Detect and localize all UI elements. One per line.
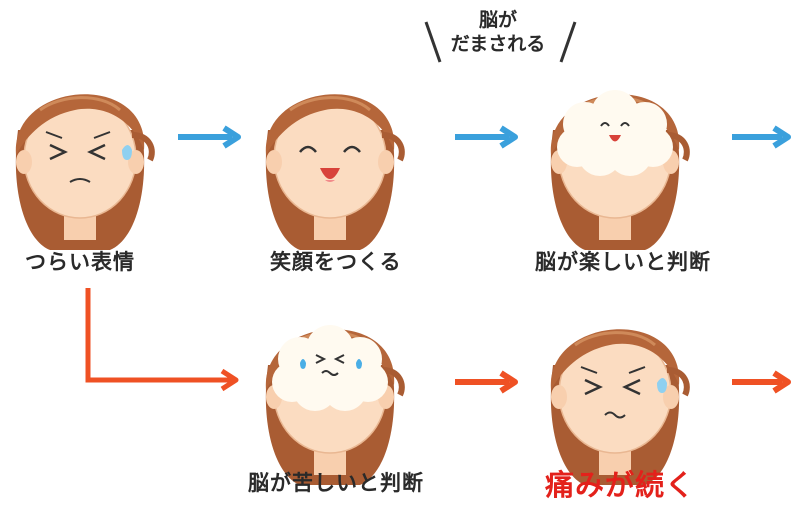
head-smiling-face xyxy=(266,94,402,250)
arrow-blue-2 xyxy=(455,125,518,149)
arrow-red-elbow xyxy=(85,288,239,392)
arrow-red-2 xyxy=(732,370,791,394)
callout-slash-right xyxy=(559,21,577,63)
callout-slash-left xyxy=(424,21,442,63)
arrow-red-1 xyxy=(455,370,518,394)
callout-line-1: 脳が xyxy=(478,9,517,31)
head-happy-brain xyxy=(551,90,687,250)
head-continuing-pain xyxy=(551,329,687,485)
arrow-blue-1 xyxy=(178,125,241,149)
label-brain-judges-fun: 脳が楽しいと判断 xyxy=(535,250,711,274)
arrow-blue-3 xyxy=(732,125,791,149)
label-painful-expression: つらい表情 xyxy=(25,250,135,274)
label-make-smile: 笑顔をつくる xyxy=(270,250,402,274)
callout-line-2: だまされる xyxy=(450,33,546,55)
head-painful-face xyxy=(16,94,152,250)
callout-brain-fooled: 脳が だまされる xyxy=(438,8,558,56)
label-pain-continues: 痛みが続く xyxy=(545,468,696,502)
head-suffering-brain xyxy=(266,325,402,485)
label-brain-judges-suffering: 脳が苦しいと判断 xyxy=(248,471,424,495)
